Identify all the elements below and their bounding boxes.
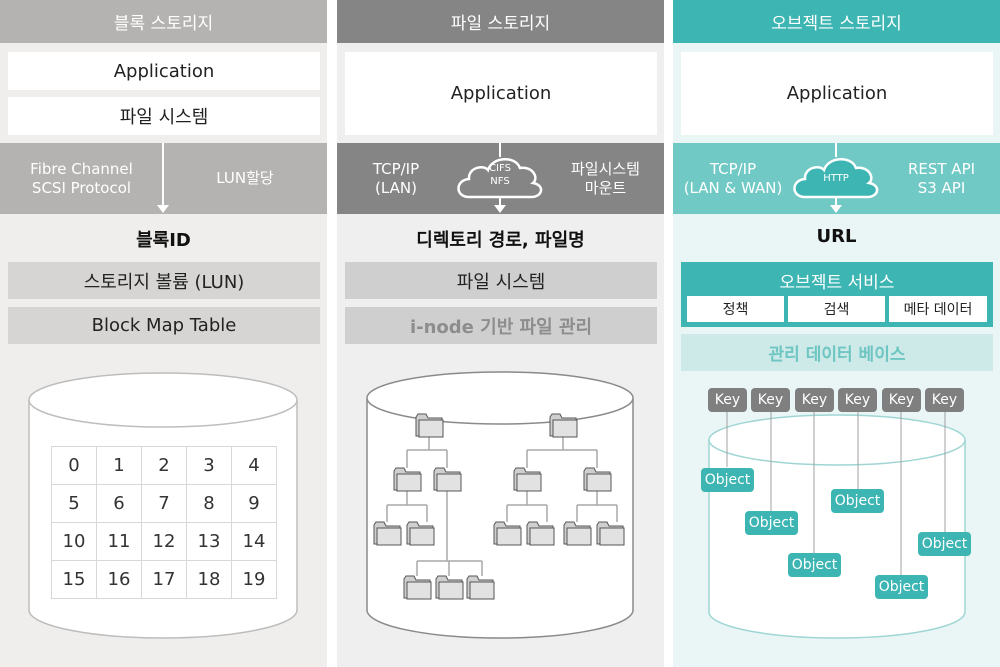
object-application-box: Application [681,52,993,135]
object-protocol-right: REST API S3 API [883,143,1000,214]
object-service-box: 오브젝트 서비스 정책 검색 메타 데이터 [681,262,993,327]
protocol-tcp-ip: TCP/IP [372,159,420,178]
key-box: Key [751,388,790,412]
file-protocol-left: TCP/IP (LAN) [337,143,455,214]
object-box: Object [745,511,798,535]
key-object-links [726,410,946,575]
file-protocol-right: 파일시스템 마운트 [547,143,664,214]
cloud-protocols: CIFS NFS [475,162,525,188]
grid-row: 5 6 7 8 9 [51,484,277,523]
block-cell: 13 [186,522,232,561]
service-metadata: 메타 데이터 [889,296,987,322]
protocol-tcp-ip: TCP/IP [709,159,757,178]
management-database-bar: 관리 데이터 베이스 [681,334,993,371]
directory-tree [386,434,618,576]
block-storage-title: 블록 스토리지 [0,0,327,43]
down-arrow-icon [157,143,169,213]
file-system-bar: 파일 시스템 [345,262,657,299]
block-cell: 3 [186,446,232,485]
file-application-box: Application [345,52,657,135]
service-search: 검색 [788,296,885,322]
object-protocol-left: TCP/IP (LAN & WAN) [673,143,793,214]
block-cell: 16 [96,560,142,599]
object-box: Object [788,553,841,577]
protocol-rest-api: REST API [907,159,976,178]
block-id-label: 블록ID [136,230,191,251]
grid-row: 10 11 12 13 14 [51,522,277,561]
protocol-scsi: SCSI Protocol [31,178,132,197]
cloud-icon [793,143,879,213]
block-cell: 8 [186,484,232,523]
object-box: Object [831,489,884,513]
key-box: Key [838,388,877,412]
block-cell: 17 [141,560,187,599]
url-label: URL [816,226,857,247]
block-filesystem-box: 파일 시스템 [8,97,320,135]
protocol-s3-api: S3 API [917,178,966,197]
block-cell: 10 [51,522,97,561]
block-cell: 19 [231,560,277,599]
block-cell: 2 [141,446,187,485]
service-policy: 정책 [687,296,784,322]
protocol-fibre-channel: Fibre Channel [30,159,133,178]
key-box: Key [882,388,921,412]
object-storage-panel: 오브젝트 스토리지 Application TCP/IP (LAN & WAN)… [673,0,1000,667]
key-box: Key [708,388,747,412]
file-storage-panel: 파일 스토리지 Application TCP/IP (LAN) 파일시스템 마… [337,0,664,667]
block-storage-panel: 블록 스토리지 Application 파일 시스템 Fibre Channel… [0,0,327,667]
grid-row: 0 1 2 3 4 [51,446,277,485]
block-map-grid: 0 1 2 3 4 5 6 7 8 9 10 11 12 13 14 15 16… [51,446,277,599]
block-application-box: Application [8,52,320,90]
key-box: Key [925,388,964,412]
cylinder-icon [366,371,634,639]
block-cell: 0 [51,446,97,485]
object-box: Object [701,468,754,492]
block-cell: 15 [51,560,97,599]
block-cell: 1 [96,446,142,485]
object-box: Object [918,532,971,556]
block-cell: 12 [141,522,187,561]
directory-path-label: 디렉토리 경로, 파일명 [416,230,585,251]
object-service-title: 오브젝트 서비스 [779,273,895,293]
storage-volume-lun-bar: 스토리지 볼륨 (LUN) [8,262,320,299]
block-map-table-bar: Block Map Table [8,307,320,344]
object-storage-title: 오브젝트 스토리지 [673,0,1000,43]
key-box: Key [795,388,834,412]
block-cell: 4 [231,446,277,485]
lun-allocation: LUN할당 [216,169,274,187]
protocol-lan-wan: (LAN & WAN) [683,178,783,197]
block-protocol-left: Fibre Channel SCSI Protocol [0,143,163,214]
block-cell: 5 [51,484,97,523]
block-cell: 14 [231,522,277,561]
filesystem-mount-1: 파일시스템 [570,159,640,178]
protocol-lan: (LAN) [375,178,417,197]
grid-row: 15 16 17 18 19 [51,560,277,599]
cloud-http: HTTP [823,173,849,184]
block-cell: 7 [141,484,187,523]
file-storage-title: 파일 스토리지 [337,0,664,43]
block-cell: 6 [96,484,142,523]
cloud-icon [457,143,543,213]
protocol-cifs: CIFS [489,163,511,174]
block-cell: 18 [186,560,232,599]
filesystem-mount-2: 마운트 [584,178,627,197]
file-graphics [366,143,634,639]
inode-management-bar: i-node 기반 파일 관리 [345,307,657,344]
block-cell: 11 [96,522,142,561]
block-protocol-right: LUN할당 [163,143,327,214]
object-box: Object [875,575,928,599]
block-cell: 9 [231,484,277,523]
protocol-nfs: NFS [490,176,510,187]
